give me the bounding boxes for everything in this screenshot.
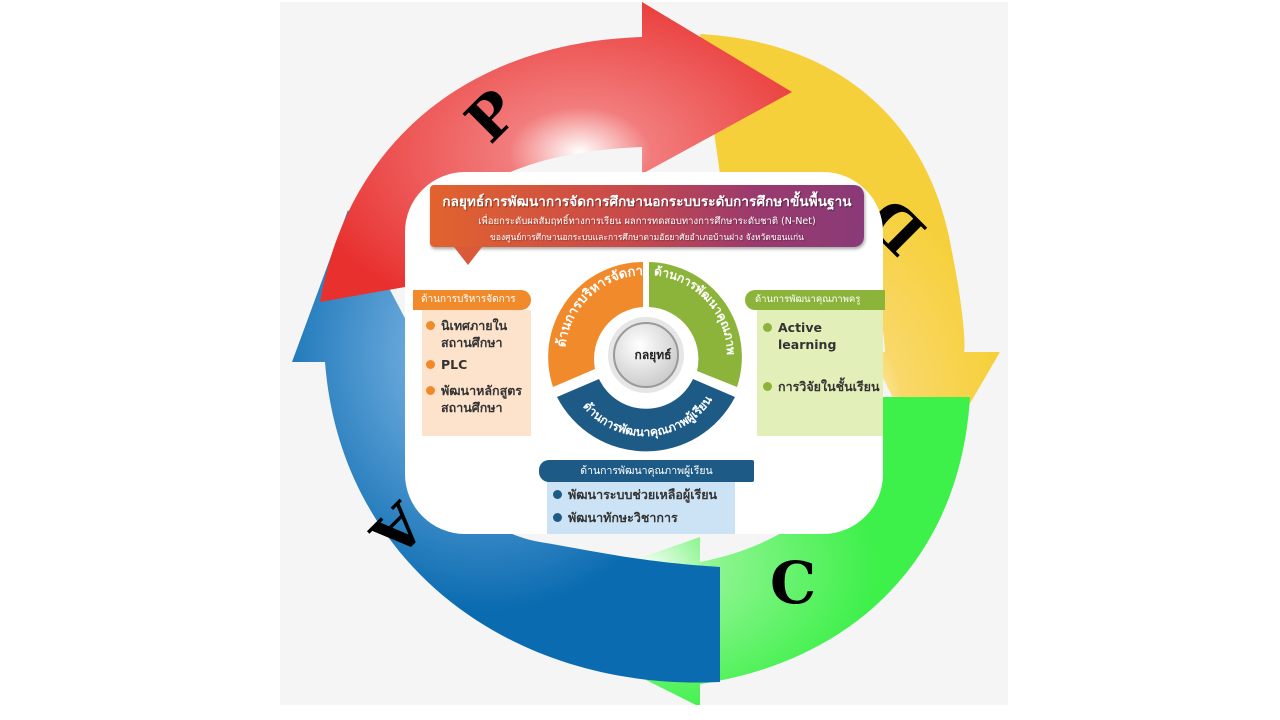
title-banner: กลยุทธ์การพัฒนาการจัดการศึกษานอกระบบระดั…: [430, 185, 864, 265]
segment-learner: [557, 379, 735, 452]
bullet-icon: [553, 490, 562, 499]
act-arrow: [292, 210, 720, 683]
list-item: พัฒนาหลักสูตรสถานศึกษา: [426, 382, 531, 416]
learner-box: ด้านการพัฒนาคุณภาพผู้เรียน พัฒนาระบบช่วย…: [539, 460, 754, 534]
banner-title: กลยุทธ์การพัฒนาการจัดการศึกษานอกระบบระดั…: [442, 194, 852, 210]
bullet-icon: [426, 321, 435, 330]
segment-teacher: [649, 262, 742, 387]
item-text: การวิจัยในชั้นเรียน: [778, 379, 880, 394]
bullet-icon: [426, 386, 435, 395]
list-item: การวิจัยในชั้นเรียน: [763, 378, 883, 395]
plan-arrow: [320, 2, 792, 302]
hub-circle: [613, 322, 679, 388]
management-box: ด้านการบริหารจัดการ นิเทศภายในสถานศึกษา …: [413, 290, 531, 436]
item-text: พัฒนาระบบช่วยเหลือผู้เรียน: [568, 487, 718, 502]
list-item: นิเทศภายในสถานศึกษา: [426, 317, 531, 351]
item-text: สถานศึกษา: [441, 335, 503, 350]
bullet-icon: [763, 323, 772, 332]
management-list: นิเทศภายในสถานศึกษา PLC พัฒนาหลักสูตรสถา…: [422, 310, 531, 436]
bullet-icon: [426, 360, 435, 369]
item-text: สถานศึกษา: [441, 400, 503, 415]
item-text: PLC: [441, 357, 468, 372]
letter-c: C: [770, 549, 817, 617]
bullet-icon: [763, 382, 772, 391]
banner-subtitle-2: ของศูนย์การศึกษานอกระบบและการศึกษาตามอัธ…: [490, 233, 804, 243]
do-arrow: [700, 34, 1000, 472]
banner-subtitle: เพื่อยกระดับผลสัมฤทธิ์ทางการเรียน ผลการท…: [478, 216, 816, 227]
list-item: PLC: [426, 356, 531, 373]
item-text: พัฒนาทักษะวิชาการ: [568, 510, 678, 525]
segment-management: [548, 262, 643, 387]
bullet-icon: [553, 513, 562, 522]
item-text: นิเทศภายใน: [441, 318, 508, 333]
list-item: Active learning: [763, 319, 883, 353]
teacher-box: ด้านการพัฒนาคุณภาพครู Active learning กา…: [745, 290, 885, 436]
item-text: Active learning: [778, 320, 837, 352]
item-text: พัฒนาหลักสูตร: [441, 383, 523, 398]
learner-list: พัฒนาระบบช่วยเหลือผู้เรียน พัฒนาทักษะวิช…: [547, 482, 735, 534]
list-item: พัฒนาระบบช่วยเหลือผู้เรียน: [553, 486, 735, 503]
hub-label: กลยุทธ์: [634, 348, 672, 362]
strategy-hub: ด้านการบริหารจัดการ ด้านการพัฒนาคุณภาพคร…: [535, 247, 742, 452]
teacher-list: Active learning การวิจัยในชั้นเรียน: [757, 310, 883, 436]
teacher-header: ด้านการพัฒนาคุณภาพครู: [745, 290, 885, 310]
learner-header: ด้านการพัฒนาคุณภาพผู้เรียน: [539, 460, 754, 482]
pdca-diagram: P D C A กลยุทธ์การพัฒนาการจัดการศึกษานอก…: [280, 2, 1008, 705]
management-header: ด้านการบริหารจัดการ: [413, 290, 531, 310]
list-item: พัฒนาทักษะวิชาการ: [553, 509, 735, 526]
